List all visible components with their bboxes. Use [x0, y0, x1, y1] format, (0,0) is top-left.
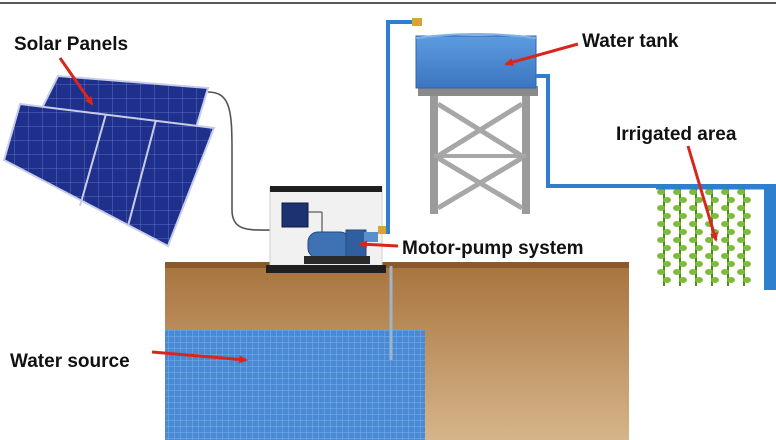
plant-leaf	[743, 277, 751, 283]
pipe-fitting-pump	[378, 226, 386, 234]
plant-leaf	[711, 213, 719, 219]
power-cable	[207, 91, 283, 231]
plant-leaf	[737, 253, 745, 259]
plant-leaf	[727, 229, 735, 235]
motor-pump-housing	[266, 186, 386, 273]
plant-leaf	[689, 205, 697, 211]
plant-leaf	[663, 213, 671, 219]
plant-leaf	[657, 253, 665, 259]
plant-leaf	[743, 229, 751, 235]
plant-leaf	[679, 245, 687, 251]
plant-leaf	[689, 221, 697, 227]
pipe-fitting-top	[412, 18, 422, 26]
tank-tower	[418, 86, 538, 214]
arrow-motor-pump	[358, 240, 399, 249]
plant-leaf	[711, 261, 719, 267]
plant-leaf	[743, 245, 751, 251]
outlet-pipe-end	[764, 184, 776, 290]
plant-leaf	[695, 277, 703, 283]
plant-leaf	[727, 245, 735, 251]
label-irrigated-area: Irrigated area	[616, 124, 737, 145]
arrow-solar-panels	[58, 57, 94, 106]
plant-leaf	[711, 245, 719, 251]
plant-leaf	[743, 261, 751, 267]
plant-leaf	[695, 261, 703, 267]
plant-leaf	[711, 197, 719, 203]
plant-leaf	[711, 277, 719, 283]
plant-leaf	[721, 237, 729, 243]
plant-leaf	[657, 189, 665, 195]
arrow-irrigated-area	[686, 145, 718, 242]
plant-leaf	[705, 237, 713, 243]
plant-leaf	[657, 237, 665, 243]
label-water-tank: Water tank	[582, 31, 679, 52]
plant-leaf	[705, 253, 713, 259]
plant-leaf	[737, 269, 745, 275]
label-water-source: Water source	[10, 351, 130, 372]
plant-leaf	[727, 197, 735, 203]
plant-leaf	[689, 189, 697, 195]
water-source-body	[165, 330, 425, 440]
plant-leaf	[673, 269, 681, 275]
plant-leaf	[737, 189, 745, 195]
plant-leaf	[679, 197, 687, 203]
plant-leaf	[663, 245, 671, 251]
plant-leaf	[743, 213, 751, 219]
plant-leaf	[743, 197, 751, 203]
plant-leaf	[721, 189, 729, 195]
plant-leaf	[673, 253, 681, 259]
plant-leaf	[679, 229, 687, 235]
plant-leaf	[673, 221, 681, 227]
plant-leaf	[663, 229, 671, 235]
arrow-water-source	[151, 350, 248, 364]
plant-leaf	[657, 269, 665, 275]
delivery-pipe	[378, 20, 416, 234]
plant-leaf	[695, 197, 703, 203]
plant-leaf	[721, 205, 729, 211]
arrow-water-tank	[504, 42, 579, 66]
plant-leaf	[737, 237, 745, 243]
plant-leaf	[663, 277, 671, 283]
label-motor-pump-system: Motor-pump system	[402, 238, 584, 259]
plant-leaf	[705, 269, 713, 275]
plant-leaf	[679, 261, 687, 267]
plant-leaf	[721, 221, 729, 227]
plant-leaf	[727, 277, 735, 283]
plant-leaf	[673, 189, 681, 195]
plant-leaf	[695, 213, 703, 219]
plant-leaf	[657, 221, 665, 227]
plant-leaf	[721, 269, 729, 275]
irrigated-area	[656, 186, 766, 286]
plant-leaf	[689, 253, 697, 259]
plant-leaf	[727, 261, 735, 267]
plant-leaf	[695, 229, 703, 235]
plant-leaf	[657, 205, 665, 211]
plant-leaf	[737, 221, 745, 227]
plant-leaf	[689, 237, 697, 243]
plant-leaf	[727, 213, 735, 219]
plant-leaf	[679, 213, 687, 219]
plant-leaf	[663, 197, 671, 203]
plant-leaf	[721, 253, 729, 259]
plant-leaf	[673, 237, 681, 243]
plant-leaf	[679, 277, 687, 283]
plant-leaf	[705, 189, 713, 195]
plant-leaf	[737, 205, 745, 211]
solar-panels	[2, 74, 216, 248]
plant-leaf	[689, 269, 697, 275]
plant-leaf	[673, 205, 681, 211]
plant-leaf	[663, 261, 671, 267]
plant-leaf	[695, 245, 703, 251]
label-solar-panels: Solar Panels	[14, 34, 129, 55]
water-tank	[415, 33, 537, 89]
